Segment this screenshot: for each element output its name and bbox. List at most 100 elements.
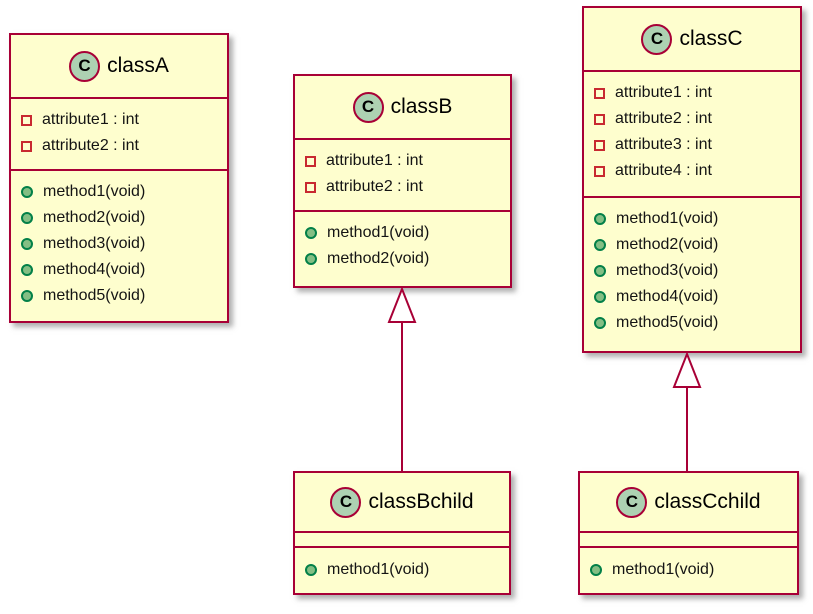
method-label: method1(void) — [43, 183, 146, 200]
method-row: method2(void) — [305, 246, 500, 272]
method-icon — [305, 564, 317, 576]
attribute-label: attribute1 : int — [42, 111, 139, 128]
method-icon — [21, 264, 33, 276]
method-row: method2(void) — [594, 232, 790, 258]
method-row: method3(void) — [21, 231, 217, 257]
attribute-row: attribute2 : int — [594, 106, 790, 132]
attribute-row: attribute2 : int — [21, 133, 217, 159]
field-icon — [594, 165, 605, 177]
method-icon — [594, 213, 606, 225]
method-label: method1(void) — [612, 561, 715, 578]
method-icon — [305, 227, 317, 239]
class-circle-icon: C — [641, 23, 673, 55]
method-icon — [594, 291, 606, 303]
class-box-classBchild: C classBchild method1(void) — [293, 471, 511, 595]
method-label: method4(void) — [43, 261, 146, 278]
method-row: method4(void) — [594, 284, 790, 310]
class-title-classCchild: C classCchild — [580, 473, 797, 531]
method-icon — [21, 212, 33, 224]
attribute-label: attribute3 : int — [615, 136, 712, 153]
method-label: method2(void) — [327, 250, 430, 267]
class-name: classCchild — [654, 490, 761, 513]
method-icon — [21, 290, 33, 302]
methods-compartment: method1(void) — [295, 546, 509, 593]
method-icon — [594, 239, 606, 251]
method-row: method1(void) — [590, 557, 787, 583]
class-circle-icon: C — [330, 486, 362, 518]
field-icon — [21, 140, 32, 152]
attribute-label: attribute2 : int — [326, 178, 423, 195]
class-title-classBchild: C classBchild — [295, 473, 509, 531]
field-icon — [305, 181, 316, 193]
field-icon — [21, 114, 32, 126]
methods-compartment: method1(void) — [580, 546, 797, 593]
inheritance-triangle — [672, 353, 702, 388]
method-icon — [594, 265, 606, 277]
attributes-compartment-empty — [295, 531, 509, 546]
method-row: method5(void) — [21, 283, 217, 309]
class-circle-icon: C — [69, 50, 101, 82]
attributes-compartment: attribute1 : int attribute2 : int — [11, 97, 227, 169]
methods-compartment: method1(void) method2(void) — [295, 210, 510, 286]
methods-compartment: method1(void) method2(void) method3(void… — [11, 169, 227, 321]
methods-compartment: method1(void) method2(void) method3(void… — [584, 196, 800, 351]
class-title-classC: C classC — [584, 8, 800, 70]
inheritance-triangle — [387, 288, 417, 323]
attribute-label: attribute1 : int — [326, 152, 423, 169]
class-circle-icon: C — [352, 91, 384, 123]
class-box-classC: C classC attribute1 : int attribute2 : i… — [582, 6, 802, 353]
method-icon — [305, 253, 317, 265]
method-row: method5(void) — [594, 310, 790, 336]
attribute-row: attribute1 : int — [21, 107, 217, 133]
field-icon — [594, 139, 605, 151]
class-name: classC — [679, 27, 743, 50]
method-label: method2(void) — [616, 236, 719, 253]
method-row: method1(void) — [594, 206, 790, 232]
method-label: method3(void) — [43, 235, 146, 252]
method-icon — [590, 564, 602, 576]
method-row: method3(void) — [594, 258, 790, 284]
method-label: method1(void) — [327, 224, 430, 241]
attribute-label: attribute2 : int — [615, 110, 712, 127]
method-label: method1(void) — [616, 210, 719, 227]
method-label: method3(void) — [616, 262, 719, 279]
attribute-row: attribute1 : int — [594, 80, 790, 106]
attribute-row: attribute1 : int — [305, 148, 500, 174]
class-circle-icon: C — [616, 486, 648, 518]
method-row: method2(void) — [21, 205, 217, 231]
method-row: method1(void) — [305, 557, 499, 583]
method-label: method5(void) — [43, 287, 146, 304]
class-title-classA: C classA — [11, 35, 227, 97]
inheritance-arrow-classBchild-to-classB — [387, 288, 417, 471]
method-row: method4(void) — [21, 257, 217, 283]
method-row: method1(void) — [305, 220, 500, 246]
method-label: method4(void) — [616, 288, 719, 305]
class-name: classBchild — [368, 490, 474, 513]
attribute-row: attribute2 : int — [305, 174, 500, 200]
attribute-row: attribute3 : int — [594, 132, 790, 158]
class-box-classA: C classA attribute1 : int attribute2 : i… — [9, 33, 229, 323]
method-icon — [594, 317, 606, 329]
method-label: method2(void) — [43, 209, 146, 226]
class-box-classB: C classB attribute1 : int attribute2 : i… — [293, 74, 512, 288]
field-icon — [594, 113, 605, 125]
attribute-label: attribute1 : int — [615, 84, 712, 101]
method-label: method1(void) — [327, 561, 430, 578]
attribute-label: attribute4 : int — [615, 162, 712, 179]
attributes-compartment-empty — [580, 531, 797, 546]
field-icon — [305, 155, 316, 167]
inheritance-arrow-classCchild-to-classC — [672, 353, 702, 471]
class-name: classB — [390, 95, 453, 118]
method-icon — [21, 186, 33, 198]
attributes-compartment: attribute1 : int attribute2 : int attrib… — [584, 70, 800, 196]
attributes-compartment: attribute1 : int attribute2 : int — [295, 138, 510, 210]
class-name: classA — [107, 54, 169, 77]
class-box-classCchild: C classCchild method1(void) — [578, 471, 799, 595]
method-label: method5(void) — [616, 314, 719, 331]
field-icon — [594, 87, 605, 99]
method-icon — [21, 238, 33, 250]
method-row: method1(void) — [21, 179, 217, 205]
attribute-label: attribute2 : int — [42, 137, 139, 154]
class-title-classB: C classB — [295, 76, 510, 138]
